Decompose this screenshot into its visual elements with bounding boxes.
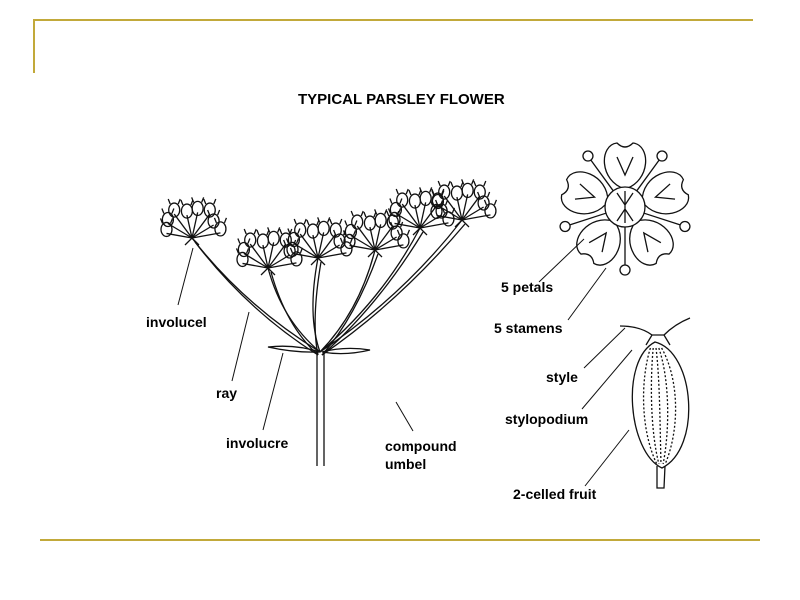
leader-fruit [585, 430, 629, 486]
leader-stamens [568, 268, 606, 320]
fruit-rib [659, 348, 668, 464]
label-stamens: 5 stamens [494, 320, 563, 336]
stamen-anther [583, 151, 593, 161]
stamen-anther [680, 221, 690, 231]
petal-vein [589, 228, 613, 252]
flower-bud [391, 226, 402, 240]
flower-bud [478, 196, 489, 210]
leader-compound-umbel [396, 402, 413, 431]
petal-vein [653, 184, 675, 205]
label-umbel: umbel [385, 456, 426, 472]
fruit-illustration [620, 318, 690, 488]
label-involucel: involucel [146, 314, 207, 330]
stamen-anther [560, 221, 570, 231]
flower-bud [208, 214, 219, 228]
umbel-ray-edge [315, 262, 321, 355]
main-stem [317, 352, 324, 466]
umbel-ray-edge [271, 272, 318, 355]
fruit-styles [620, 318, 690, 335]
fruit-ribs [644, 348, 676, 464]
stamen-filament [570, 213, 608, 225]
fruit-rib [662, 348, 676, 464]
label-petals: 5 petals [501, 279, 553, 295]
label-fruit: 2-celled fruit [513, 486, 597, 502]
flower-bud [485, 204, 496, 218]
stamen-filament [642, 213, 680, 225]
label-ray: ray [216, 385, 237, 401]
leader-stylopodium [582, 350, 632, 409]
umbel-rays [192, 220, 465, 355]
leader-style [584, 328, 625, 368]
leader-petals [539, 239, 584, 282]
label-compound: compound [385, 438, 457, 454]
single-flower-illustration [558, 143, 692, 275]
petal-vein [617, 157, 633, 175]
label-style: style [546, 369, 578, 385]
fruit-pedicel [657, 466, 665, 488]
petal-outline [604, 143, 645, 189]
compound-umbel-illustration [160, 179, 496, 466]
stamen-anther [657, 151, 667, 161]
leader-involucre [263, 353, 283, 430]
petal-vein [575, 184, 597, 205]
fruit-rib [644, 348, 657, 464]
label-involucre: involucre [226, 435, 288, 451]
flower-bud [398, 234, 409, 248]
leader-ray [232, 312, 249, 381]
diagram-title: TYPICAL PARSLEY FLOWER [298, 91, 505, 108]
petal-vein [637, 228, 661, 252]
flower-petal [604, 143, 645, 189]
stamen-anther [620, 265, 630, 275]
fruit-rib [656, 348, 661, 464]
leader-involucel [178, 248, 193, 305]
label-stylopodium: stylopodium [505, 411, 588, 427]
flower-bud [215, 222, 226, 236]
